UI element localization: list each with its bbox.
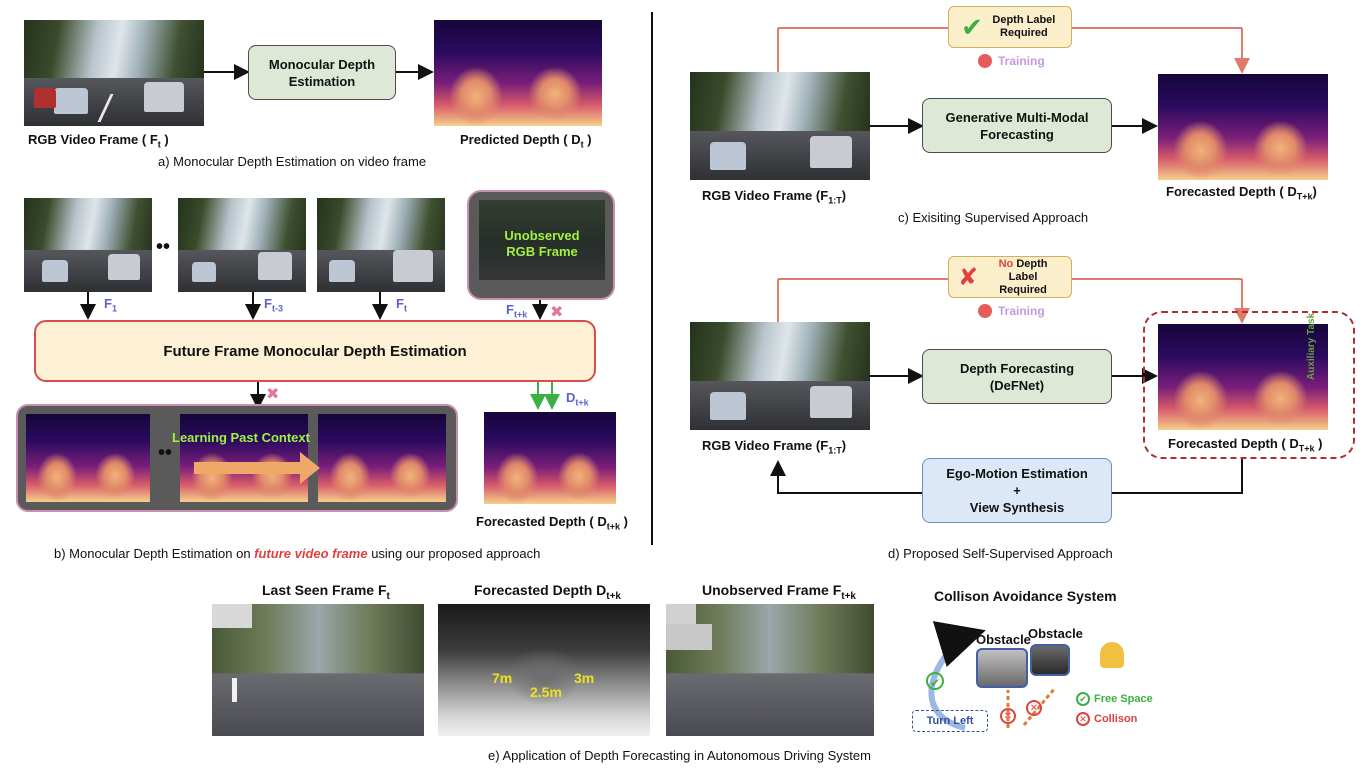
rgb-frame-b2 — [178, 198, 306, 292]
frame-label-ft+k: Ft+k — [506, 302, 528, 320]
future-depth-box: Future Frame Monocular Depth Estimation — [34, 320, 596, 382]
forecasted-depth-b-label: Forecasted Depth ( Dt+k ) — [476, 514, 628, 532]
predicted-depth-a — [434, 20, 602, 126]
past-context-box: •• Learning Past Context — [16, 404, 458, 512]
check-icon: ✔ — [961, 11, 983, 42]
training-label-c: Training — [978, 54, 1045, 68]
forecasted-depth-title: Forecasted Depth Dt+k — [474, 582, 621, 602]
cross-icon: ✘ — [957, 263, 979, 291]
learning-context-text: Learning Past Context — [172, 430, 310, 445]
no-depth-label-box: ✘ No Depth Label Required — [948, 256, 1072, 298]
unobserved-title: Unobserved Frame Ft+k — [702, 582, 856, 602]
collision-icon-2: ✕ — [1026, 700, 1042, 716]
collision-legend: ✕ Collison — [1076, 712, 1137, 726]
monocular-depth-box: Monocular Depth Estimation — [248, 45, 396, 100]
check-legend-icon: ✔ — [1076, 692, 1090, 706]
defnet-box: Depth Forecasting (DeFNet) — [922, 349, 1112, 404]
cross-legend-icon: ✕ — [1076, 712, 1090, 726]
forecasted-depth-c — [1158, 74, 1328, 180]
unobserved-frame-e — [666, 604, 874, 736]
forecasted-depth-d — [1158, 324, 1328, 430]
distance-label-1: 7m — [492, 670, 513, 686]
unobserved-frame-box: Unobserved RGB Frame — [467, 190, 615, 300]
free-space-legend: ✔ Free Space — [1076, 692, 1153, 706]
obstacle-label-1: Obstacle — [976, 632, 1031, 647]
caption-e: e) Application of Depth Forecasting in A… — [488, 748, 871, 763]
training-label-d: Training — [978, 304, 1045, 318]
rgb-frame-d-label: RGB Video Frame (F1:T) — [702, 438, 847, 456]
depth-label-required-box: ✔ Depth Label Required — [948, 6, 1072, 48]
last-seen-title: Last Seen Frame Ft — [262, 582, 390, 602]
caption-b: b) Monocular Depth Estimation on future … — [54, 546, 541, 561]
blocked-cross-icon-1: ✖ — [550, 304, 564, 321]
caption-a: a) Monocular Depth Estimation on video f… — [158, 154, 427, 169]
forecasted-depth-d-label: Forecasted Depth ( DT+k ) — [1168, 436, 1323, 454]
frame-label-ft: Ft — [396, 296, 407, 314]
forecasted-depth-c-label: Forecasted Depth ( DT+k) — [1166, 184, 1317, 202]
sequence-dots-top: •• — [156, 236, 171, 258]
rgb-frame-c — [690, 72, 870, 180]
rgb-frame-b1 — [24, 198, 152, 292]
caption-d: d) Proposed Self-Supervised Approach — [888, 546, 1113, 561]
frame-label-f1: F1 — [104, 296, 117, 314]
ego-motion-box: Ego-Motion Estimation + View Synthesis — [922, 458, 1112, 523]
predicted-depth-a-label: Predicted Depth ( Dt ) — [460, 132, 592, 150]
training-icon — [978, 54, 992, 68]
rgb-frame-a-label: RGB Video Frame ( Ft ) — [28, 132, 169, 150]
unobserved-text: Unobserved RGB Frame — [504, 228, 580, 259]
driver-icon — [1100, 642, 1124, 668]
turn-left-box: Turn Left — [912, 710, 988, 732]
collision-system-title: Collison Avoidance System — [934, 588, 1117, 604]
rgb-frame-d — [690, 322, 870, 430]
blocked-cross-icon-2: ✖ — [266, 386, 280, 403]
frame-label-ft-3: Ft-3 — [264, 296, 283, 314]
last-seen-frame — [212, 604, 424, 736]
caption-c: c) Exisiting Supervised Approach — [898, 210, 1089, 225]
generative-forecasting-box: Generative Multi-Modal Forecasting — [922, 98, 1112, 153]
rgb-frame-b3 — [317, 198, 445, 292]
distance-label-3: 3m — [574, 670, 595, 686]
rgb-frame-c-label: RGB Video Frame (F1:T) — [702, 188, 847, 206]
auxiliary-task-label: Auxiliary Task — [1306, 312, 1317, 380]
obstacle-box-1 — [976, 648, 1028, 688]
forecasted-depth-b — [484, 412, 616, 504]
obstacle-label-2: Obstacle — [1028, 626, 1083, 641]
free-space-check-icon: ✔ — [926, 672, 944, 690]
depth-label-dt+k: Dt+k — [566, 390, 589, 408]
forecasted-depth-gray — [438, 604, 650, 736]
distance-label-2: 2.5m — [530, 684, 562, 700]
obstacle-box-2 — [1030, 644, 1070, 676]
training-icon — [978, 304, 992, 318]
context-arrow — [194, 462, 302, 474]
rgb-frame-a — [24, 20, 204, 126]
collision-icon-1: ✕ — [1000, 708, 1016, 724]
